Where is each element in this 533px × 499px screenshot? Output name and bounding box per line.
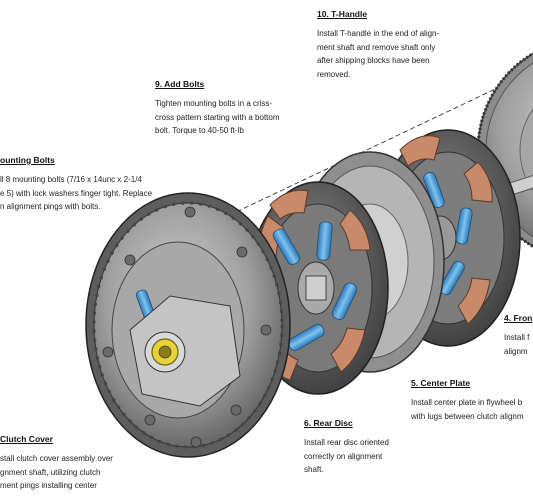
step-mounting-bolts: ounting Bolts ll 8 mounting bolts (7/16 … — [0, 155, 152, 214]
clutch-cover-assembly — [85, 192, 291, 458]
step-add-bolts: 9. Add Bolts Tighten mounting bolts in a… — [155, 79, 280, 138]
step-description: ll 8 mounting bolts (7/16 x 14unc x 2-1/… — [0, 175, 153, 211]
step-clutch-cover: Clutch Cover stall clutch cover assembly… — [0, 434, 113, 493]
step-description: Install center plate in flywheel b with … — [411, 398, 524, 421]
step-center-plate: 5. Center Plate Install center plate in … — [411, 378, 524, 423]
step-title: 9. Add Bolts — [155, 79, 205, 89]
step-front-disc: 4. Fron Install f alignm — [504, 313, 532, 358]
step-description: Install f alignm — [504, 333, 530, 356]
step-title: 5. Center Plate — [411, 378, 471, 388]
step-description: Tighten mounting bolts in a criss- cross… — [155, 99, 280, 135]
step-t-handle: 10. T-Handle Install T-handle in the end… — [317, 9, 439, 81]
step-rear-disc: 6. Rear Disc Install rear disc oriented … — [304, 418, 389, 477]
step-title: 4. Fron — [504, 313, 533, 323]
step-title: 10. T-Handle — [317, 9, 368, 19]
step-description: Install rear disc oriented correctly on … — [304, 438, 389, 474]
step-title: ounting Bolts — [0, 155, 55, 165]
step-description: Install T-handle in the end of align- me… — [317, 29, 440, 79]
step-title: Clutch Cover — [0, 434, 53, 444]
step-title: 6. Rear Disc — [304, 418, 353, 428]
step-description: stall clutch cover assembly over gnment … — [0, 454, 113, 490]
